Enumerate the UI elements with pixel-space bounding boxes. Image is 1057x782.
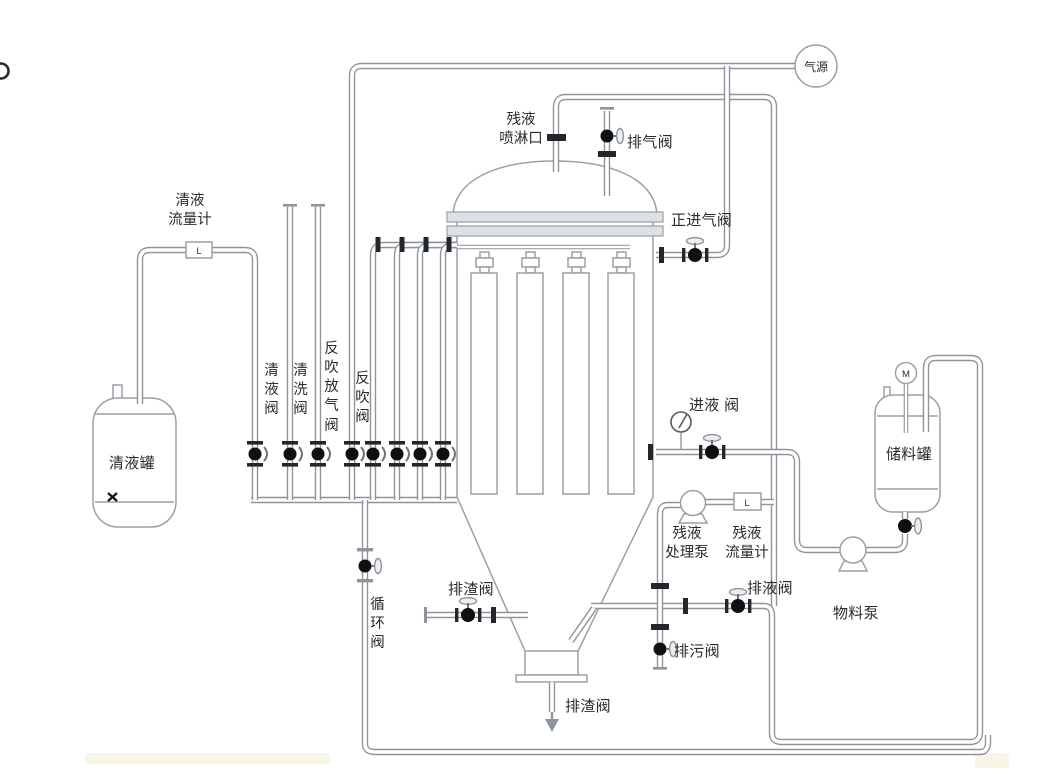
- label-clear-liquid-flowmeter: 清液 流量计: [168, 193, 212, 229]
- label-positive-gas-inlet-valve: 正进气阀: [671, 212, 733, 229]
- page-bullet: [0, 62, 10, 80]
- valve-clear-liquid: [247, 441, 268, 467]
- valve-liquid-inlet: [699, 433, 726, 459]
- label-storage-tank: 储料罐: [886, 446, 932, 463]
- vessel-flange-band: [446, 211, 664, 223]
- label-residual-spray-port: 残液 喷淋口: [499, 112, 543, 148]
- spray-port-flange: [547, 134, 566, 141]
- label-residual-treatment-pump: 残液 处理泵: [665, 526, 709, 562]
- label-material-pump: 物料泵: [833, 605, 879, 622]
- vessel-flange-band: [446, 225, 664, 237]
- clear-liquid-flowmeter: L: [185, 241, 213, 259]
- candle-filter-elements: [470, 251, 635, 495]
- flange-fittings: [357, 134, 688, 630]
- label-drain-valve: 排液阀: [747, 580, 793, 597]
- tank-nozzle: [112, 384, 123, 400]
- valve-storage-tank-outlet: [898, 517, 923, 535]
- label-exhaust-valve: 排气阀: [627, 134, 673, 151]
- label-slag-valve-left: 排渣阀: [448, 581, 494, 598]
- label-clear-liquid-tank: 清液罐: [109, 455, 155, 472]
- valve-exhaust: [600, 127, 625, 145]
- label-blowdown-valve: 排污阀: [674, 643, 720, 660]
- valve-circulation: [358, 557, 383, 575]
- vessel-cone: [456, 496, 526, 652]
- valve-cleaning: [282, 441, 303, 467]
- valve-backflush-vent: [310, 441, 331, 467]
- standpipe-cap: [311, 204, 325, 207]
- x-mark: [107, 492, 118, 502]
- label-cleaning-valve: 清洗阀: [293, 363, 308, 418]
- valve-backflush-riser-2: [389, 441, 410, 467]
- vent-cap: [600, 107, 614, 110]
- scan-smudge: [85, 753, 330, 764]
- valve-positive-gas-inlet: [682, 236, 709, 262]
- vessel-internals: [446, 211, 664, 495]
- label-slag-valve-bottom: 排渣阀: [565, 698, 611, 715]
- agitator-letter: M: [902, 369, 910, 380]
- blowdown-end-cap: [653, 667, 667, 670]
- cone-outlet-box: [524, 650, 579, 676]
- material-pump: [837, 536, 869, 572]
- gas-source-label: 气源: [804, 59, 828, 74]
- agitator-motor: M: [894, 361, 918, 385]
- label-residual-flowmeter: 残液 流量计: [725, 526, 769, 562]
- outlet-flange: [515, 674, 588, 683]
- valve-slag-left: [455, 596, 482, 622]
- standpipe-cap: [283, 204, 297, 207]
- valve-backflush-riser-4: [435, 441, 456, 467]
- discharge-arrow: [545, 712, 559, 732]
- label-backflush-valve: 反吹阀: [355, 371, 370, 426]
- valve-blowdown: [653, 640, 678, 658]
- valve-backflush-riser-3: [412, 441, 433, 467]
- label-liquid-inlet-valve: 进液 阀: [689, 397, 740, 414]
- pressure-gauge: [670, 411, 692, 449]
- flowmeter-letter: L: [744, 498, 749, 508]
- label-backflush-vent-valve: 反吹放气阀: [324, 341, 339, 434]
- residual-treatment-pump: [677, 489, 709, 524]
- gas-source: 气源: [794, 44, 838, 88]
- valve-drain: [725, 587, 752, 613]
- flowmeter-letter: L: [196, 246, 201, 256]
- piping: [140, 66, 988, 752]
- scan-smudge: [975, 753, 1009, 768]
- valve-backflush: [344, 441, 365, 467]
- drain-end-cap: [424, 607, 427, 623]
- label-clear-liquid-valve: 清液阀: [264, 363, 279, 418]
- vent-flange: [598, 151, 616, 157]
- residual-flowmeter: L: [733, 492, 762, 511]
- label-circulation-valve: 循环阀: [370, 597, 385, 652]
- valve-backflush-riser-1: [365, 441, 386, 467]
